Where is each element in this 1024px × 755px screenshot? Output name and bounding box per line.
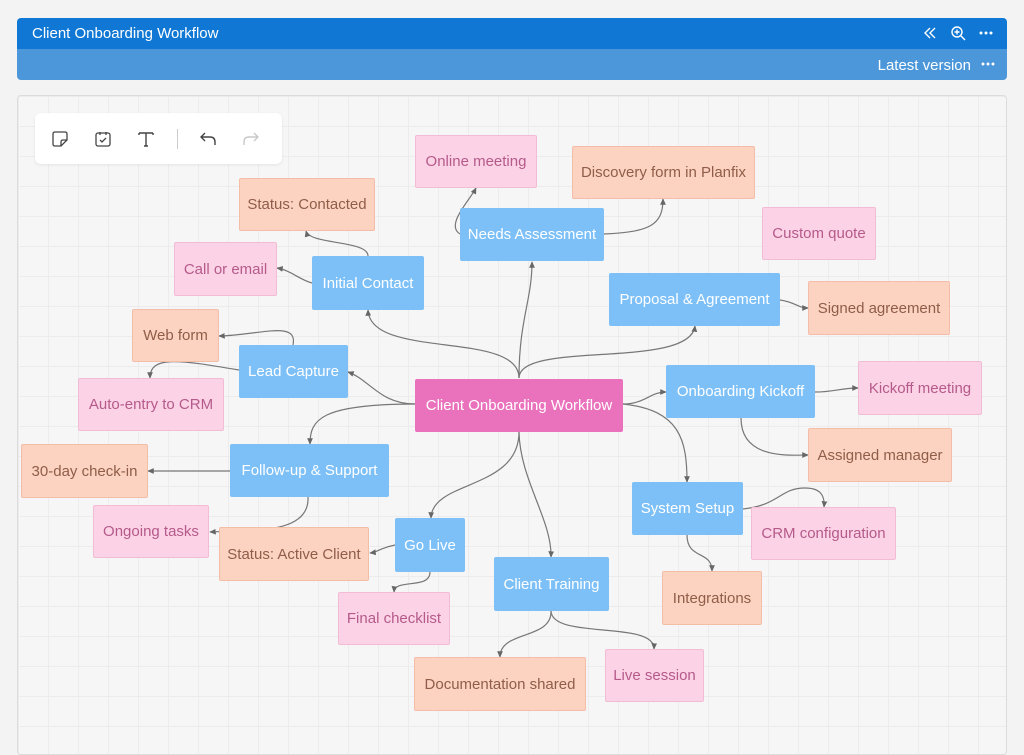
- topic-client-training[interactable]: Client Training: [494, 557, 609, 611]
- version-more-icon[interactable]: [977, 53, 999, 75]
- zoom-in-icon[interactable]: [947, 22, 969, 44]
- root-node[interactable]: Client Onboarding Workflow: [415, 379, 623, 432]
- redo-icon[interactable]: [239, 127, 262, 151]
- topic-go-live[interactable]: Go Live: [395, 518, 465, 572]
- note-online-meeting[interactable]: Online meeting: [415, 135, 537, 188]
- note-discovery-form[interactable]: Discovery form in Planfix: [572, 146, 755, 199]
- undo-icon[interactable]: [196, 127, 219, 151]
- text-icon[interactable]: [135, 127, 158, 151]
- note-integrations[interactable]: Integrations: [662, 571, 762, 625]
- note-auto-entry-crm[interactable]: Auto-entry to CRM: [78, 378, 224, 431]
- more-options-icon[interactable]: [975, 22, 997, 44]
- toolbar-divider: [177, 128, 179, 149]
- collapse-icon[interactable]: [919, 22, 941, 44]
- note-documentation-shared[interactable]: Documentation shared: [414, 657, 586, 711]
- topic-system-setup[interactable]: System Setup: [632, 482, 743, 535]
- board-title: Client Onboarding Workflow: [32, 25, 219, 42]
- note-assigned-manager[interactable]: Assigned manager: [808, 428, 952, 482]
- note-ongoing-tasks[interactable]: Ongoing tasks: [93, 505, 209, 558]
- topic-proposal-agreement[interactable]: Proposal & Agreement: [609, 273, 780, 326]
- note-kickoff-meeting[interactable]: Kickoff meeting: [858, 361, 982, 415]
- note-live-session[interactable]: Live session: [605, 649, 704, 702]
- note-30-day-checkin[interactable]: 30-day check-in: [21, 444, 148, 498]
- note-call-or-email[interactable]: Call or email: [174, 242, 277, 296]
- topic-followup-support[interactable]: Follow-up & Support: [230, 444, 389, 497]
- note-crm-configuration[interactable]: CRM configuration: [751, 507, 896, 560]
- checklist-icon[interactable]: [92, 127, 115, 151]
- header-actions: [919, 22, 997, 44]
- version-bar: Latest version: [17, 49, 1007, 80]
- note-custom-quote[interactable]: Custom quote: [762, 207, 876, 260]
- note-final-checklist[interactable]: Final checklist: [338, 592, 450, 645]
- version-selector[interactable]: Latest version: [877, 57, 971, 74]
- canvas-toolbar: [35, 113, 282, 164]
- sticky-note-icon[interactable]: [49, 127, 72, 151]
- topic-initial-contact[interactable]: Initial Contact: [312, 256, 424, 310]
- topic-lead-capture[interactable]: Lead Capture: [239, 345, 348, 398]
- topic-onboarding-kickoff[interactable]: Onboarding Kickoff: [666, 365, 815, 418]
- topic-needs-assessment[interactable]: Needs Assessment: [460, 208, 604, 261]
- note-status-active-client[interactable]: Status: Active Client: [219, 527, 369, 581]
- board-header: Client Onboarding Workflow: [17, 18, 1007, 49]
- note-status-contacted[interactable]: Status: Contacted: [239, 178, 375, 231]
- note-web-form[interactable]: Web form: [132, 309, 219, 362]
- note-signed-agreement[interactable]: Signed agreement: [808, 281, 950, 335]
